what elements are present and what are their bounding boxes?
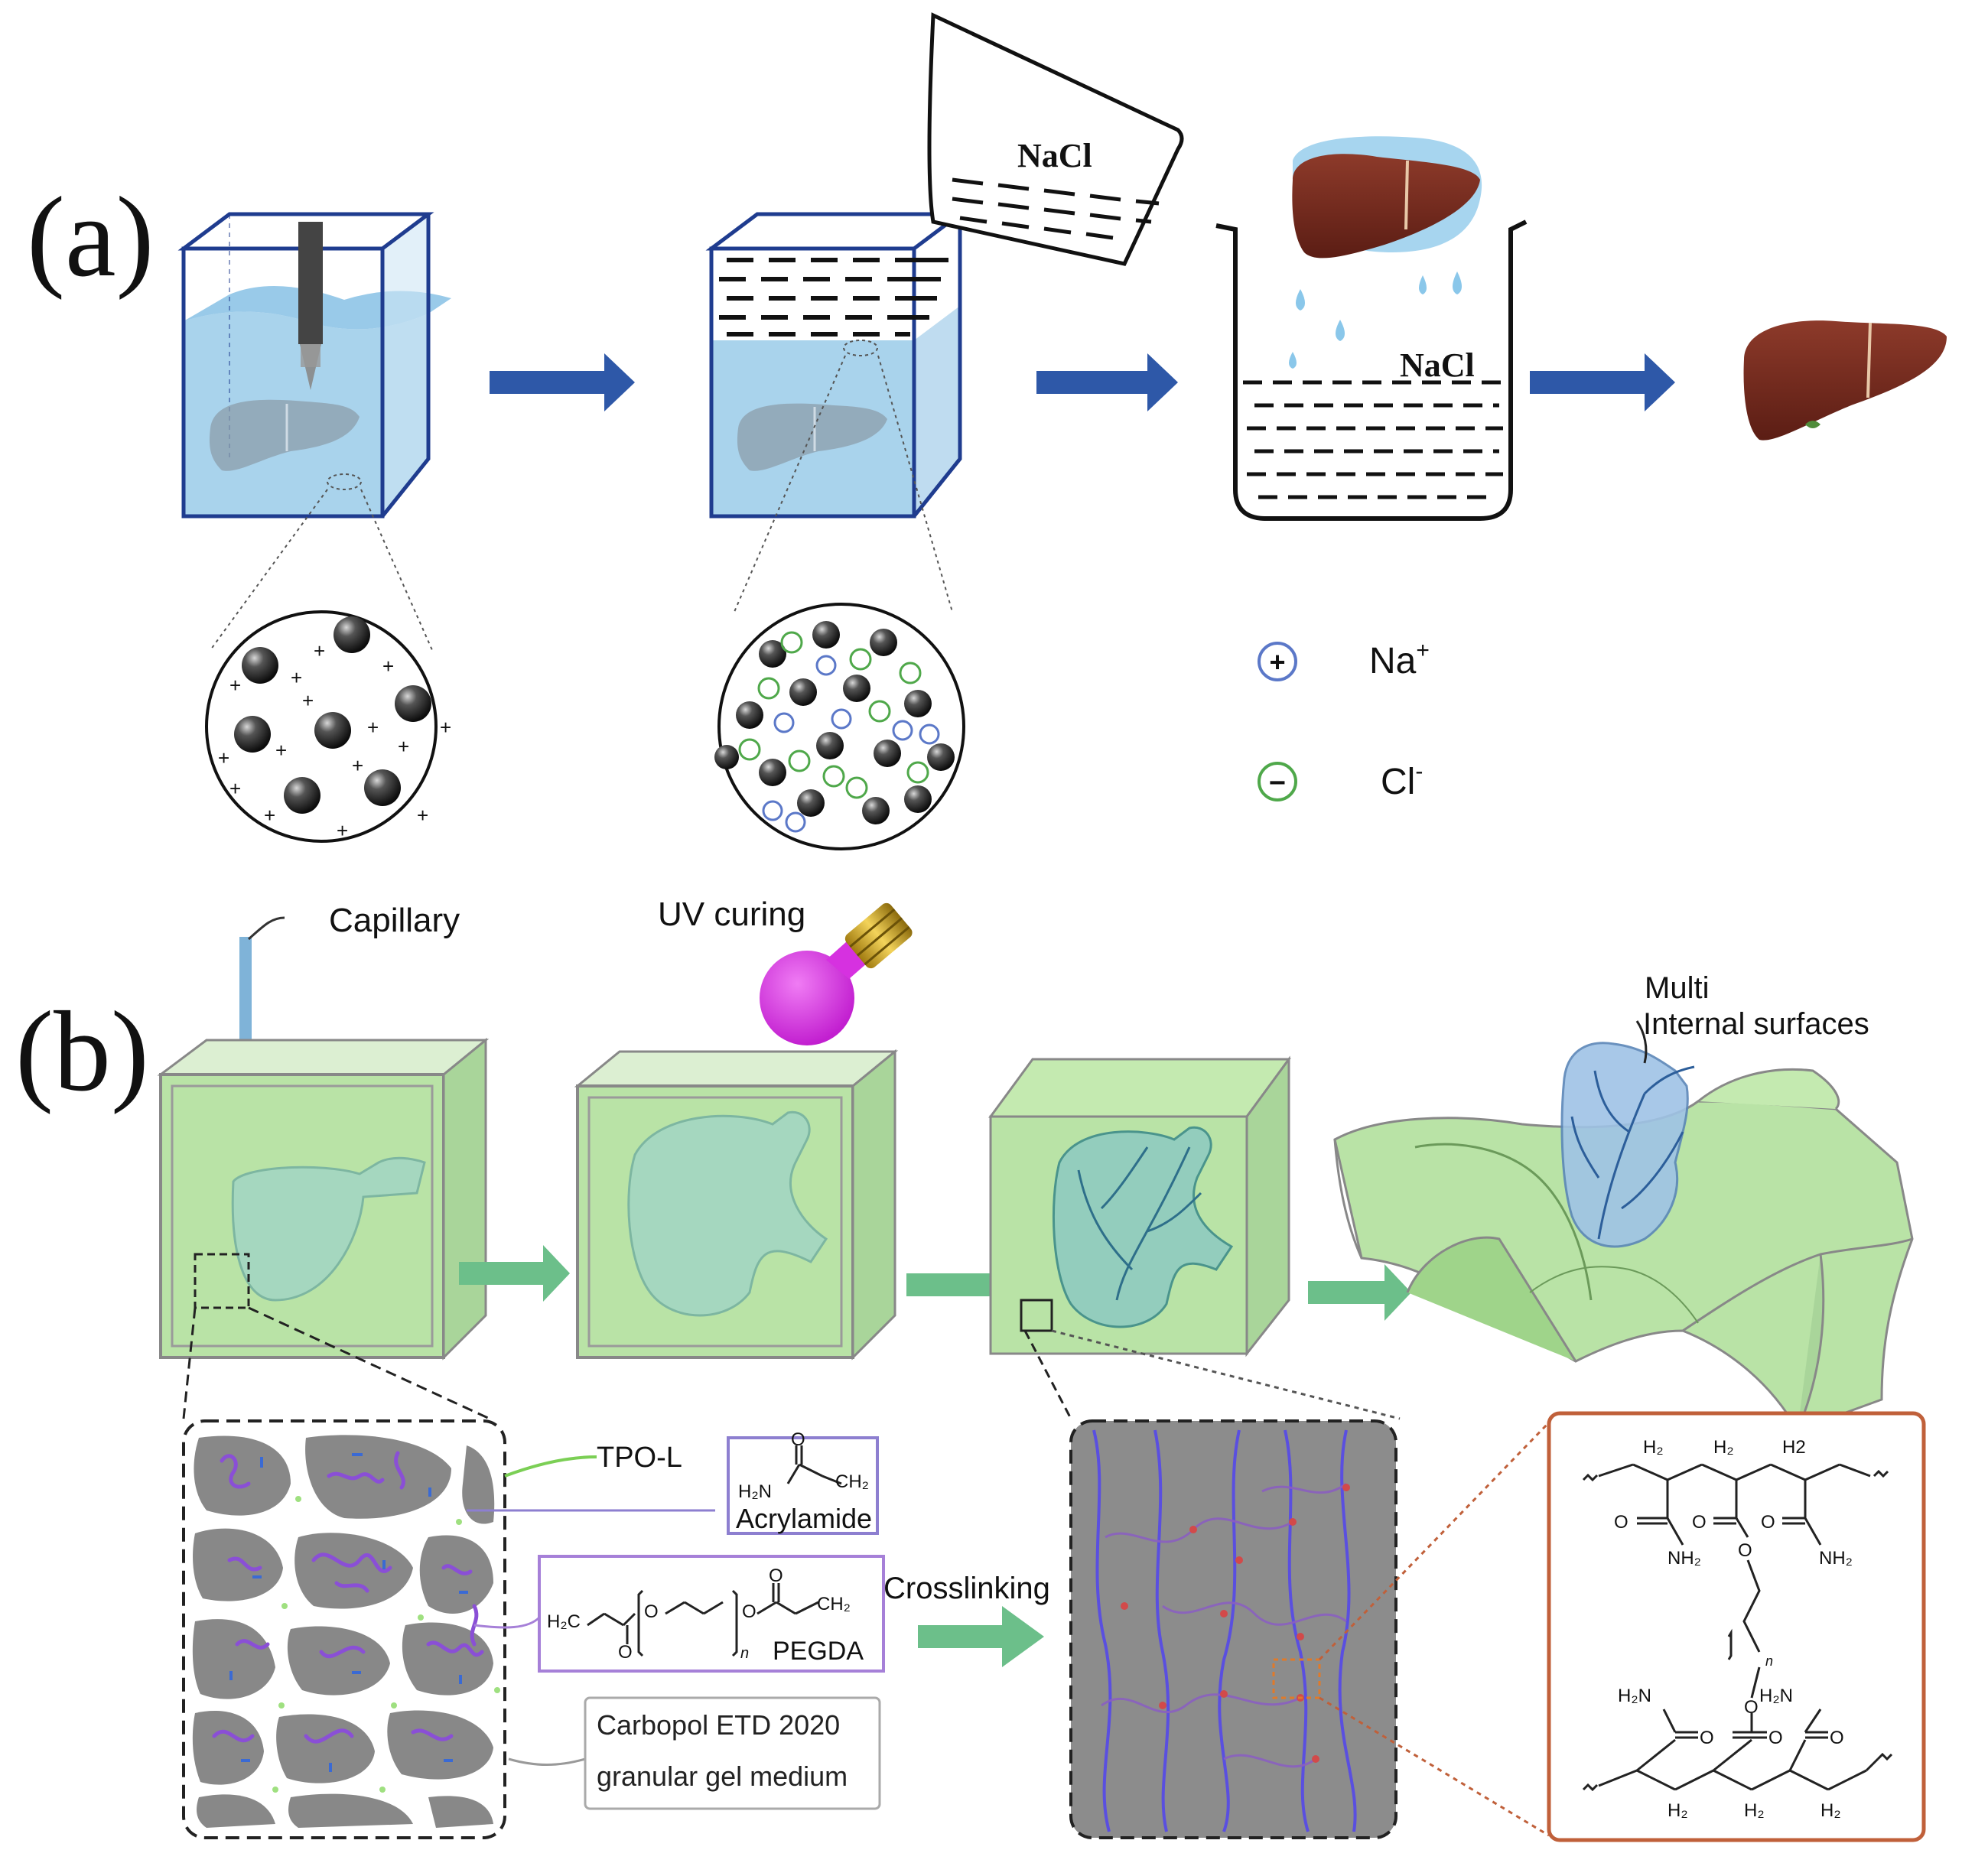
carbopol-callout-line	[508, 1757, 586, 1766]
svg-text:O: O	[1700, 1728, 1714, 1748]
pegda-label: PEGDA	[773, 1637, 864, 1666]
arrow-b-3	[1308, 1264, 1411, 1321]
cl-legend-item: − Cl-	[1258, 759, 1423, 802]
svg-text:+: +	[264, 804, 275, 827]
arrow-a-1	[490, 353, 635, 411]
pegda-callout-line	[473, 1616, 541, 1629]
svg-text:H₂: H₂	[1744, 1800, 1765, 1821]
svg-text:O: O	[1738, 1540, 1752, 1561]
svg-text:+: +	[229, 674, 241, 697]
svg-text:H₂N: H₂N	[1618, 1686, 1651, 1706]
na-charge: +	[1416, 638, 1430, 663]
cutaway-block: Multi Internal surfaces	[1333, 971, 1914, 1432]
svg-text:n: n	[740, 1645, 749, 1662]
carbopol-line-2: granular gel medium	[597, 1761, 848, 1792]
granular-gel-zoom	[182, 1419, 506, 1839]
arrow-b-2	[906, 1257, 1017, 1313]
svg-text:CH₂: CH₂	[835, 1471, 869, 1492]
svg-text:+: +	[352, 754, 363, 777]
acrylamide-box: O H₂N CH₂ Acrylamide	[727, 1429, 879, 1535]
svg-text:O: O	[618, 1642, 633, 1663]
gel-cube-3	[988, 1055, 1291, 1357]
pegda-box: H₂C O O n O O CH₂ PEGDA	[538, 1555, 885, 1673]
gel-cube-2	[574, 1049, 899, 1361]
multi-label: Multi	[1645, 971, 1709, 1005]
carbopol-box: Carbopol ETD 2020 granular gel medium	[584, 1696, 881, 1810]
svg-text:+: +	[229, 777, 241, 800]
svg-text:O: O	[1614, 1512, 1628, 1533]
svg-text:+: +	[314, 639, 325, 662]
carbopol-line-1: Carbopol ETD 2020	[597, 1709, 840, 1741]
ion-legend: + Na+ − Cl-	[1258, 638, 1430, 802]
svg-text:H₂: H₂	[1643, 1437, 1664, 1458]
svg-text:CH₂: CH₂	[817, 1594, 851, 1614]
svg-text:H₂C: H₂C	[547, 1611, 581, 1632]
cl-charge: -	[1415, 759, 1423, 784]
svg-text:+: +	[275, 739, 287, 762]
uv-curing-label: UV curing	[658, 896, 805, 933]
nacl-bath-beaker: NaCl	[1215, 136, 1528, 521]
svg-text:+: +	[440, 716, 451, 739]
pouring-beaker: NaCl	[927, 12, 1184, 266]
tank-2-nacl-layer	[705, 212, 966, 519]
uv-bulb-icon: UV curing	[658, 896, 913, 1045]
svg-text:+: +	[417, 804, 428, 827]
crosslinking-label: Crosslinking	[883, 1572, 1050, 1605]
svg-text:+: +	[367, 716, 379, 739]
cl-label: Cl	[1381, 762, 1415, 802]
tpo-label: TPO-L	[597, 1442, 682, 1474]
arrow-b-1	[459, 1245, 570, 1302]
svg-text:H₂N: H₂N	[1759, 1686, 1793, 1706]
svg-text:O: O	[1830, 1728, 1844, 1748]
bath-nacl-label: NaCl	[1400, 346, 1475, 384]
network-zoom	[1069, 1419, 1397, 1839]
internal-surfaces-label: Internal surfaces	[1643, 1007, 1869, 1041]
gel-cube-1	[157, 1037, 490, 1361]
acrylamide-label: Acrylamide	[736, 1503, 872, 1534]
pour-nacl-label: NaCl	[1017, 137, 1092, 174]
svg-text:H₂N: H₂N	[738, 1481, 772, 1502]
svg-text:n: n	[1765, 1653, 1773, 1669]
svg-text:O: O	[742, 1601, 756, 1622]
svg-text:O: O	[1692, 1512, 1707, 1533]
zoom-circle-2	[714, 603, 965, 850]
svg-text:H₂: H₂	[1713, 1437, 1734, 1458]
svg-text:O: O	[644, 1601, 659, 1622]
svg-text:O: O	[769, 1566, 783, 1586]
tank-1-printing	[177, 212, 451, 519]
crosslinking-arrow	[918, 1606, 1044, 1667]
svg-text:+: +	[291, 666, 302, 689]
svg-text:O: O	[1761, 1512, 1775, 1533]
svg-text:+: +	[302, 689, 314, 712]
svg-text:Na+: Na+	[1369, 638, 1430, 681]
svg-text:−: −	[1269, 767, 1286, 799]
svg-text:+: +	[337, 819, 348, 842]
svg-text:+: +	[382, 655, 394, 678]
svg-text:O: O	[1744, 1697, 1759, 1718]
final-liver	[1743, 320, 1947, 441]
na-label: Na	[1369, 641, 1417, 681]
svg-text:+: +	[398, 735, 409, 758]
network-structure-box: H₂ H₂ H2 O O O NH₂ NH₂ O n O H₂N H₂N O O…	[1547, 1411, 1926, 1842]
arrow-a-2	[1036, 353, 1178, 411]
svg-text:+: +	[1269, 646, 1285, 678]
svg-text:NH₂: NH₂	[1819, 1548, 1853, 1569]
capillary-label: Capillary	[329, 902, 460, 939]
svg-text:Cl-: Cl-	[1381, 759, 1423, 802]
svg-text:+: +	[218, 746, 229, 769]
svg-text:NH₂: NH₂	[1668, 1548, 1701, 1569]
tpo-callout-line	[504, 1455, 597, 1478]
arrow-a-3	[1530, 353, 1675, 411]
svg-text:O: O	[791, 1429, 805, 1450]
svg-text:H2: H2	[1782, 1437, 1806, 1458]
zoom-circle-1: +++ +++ +++ +++ +++	[205, 610, 451, 843]
svg-text:H₂: H₂	[1820, 1800, 1841, 1821]
na-legend-item: + Na+	[1258, 638, 1430, 681]
svg-text:O: O	[1768, 1728, 1783, 1748]
panel-a-label: (a)	[27, 174, 154, 301]
panel-b-label: (b)	[15, 988, 149, 1115]
svg-text:H₂: H₂	[1668, 1800, 1688, 1821]
